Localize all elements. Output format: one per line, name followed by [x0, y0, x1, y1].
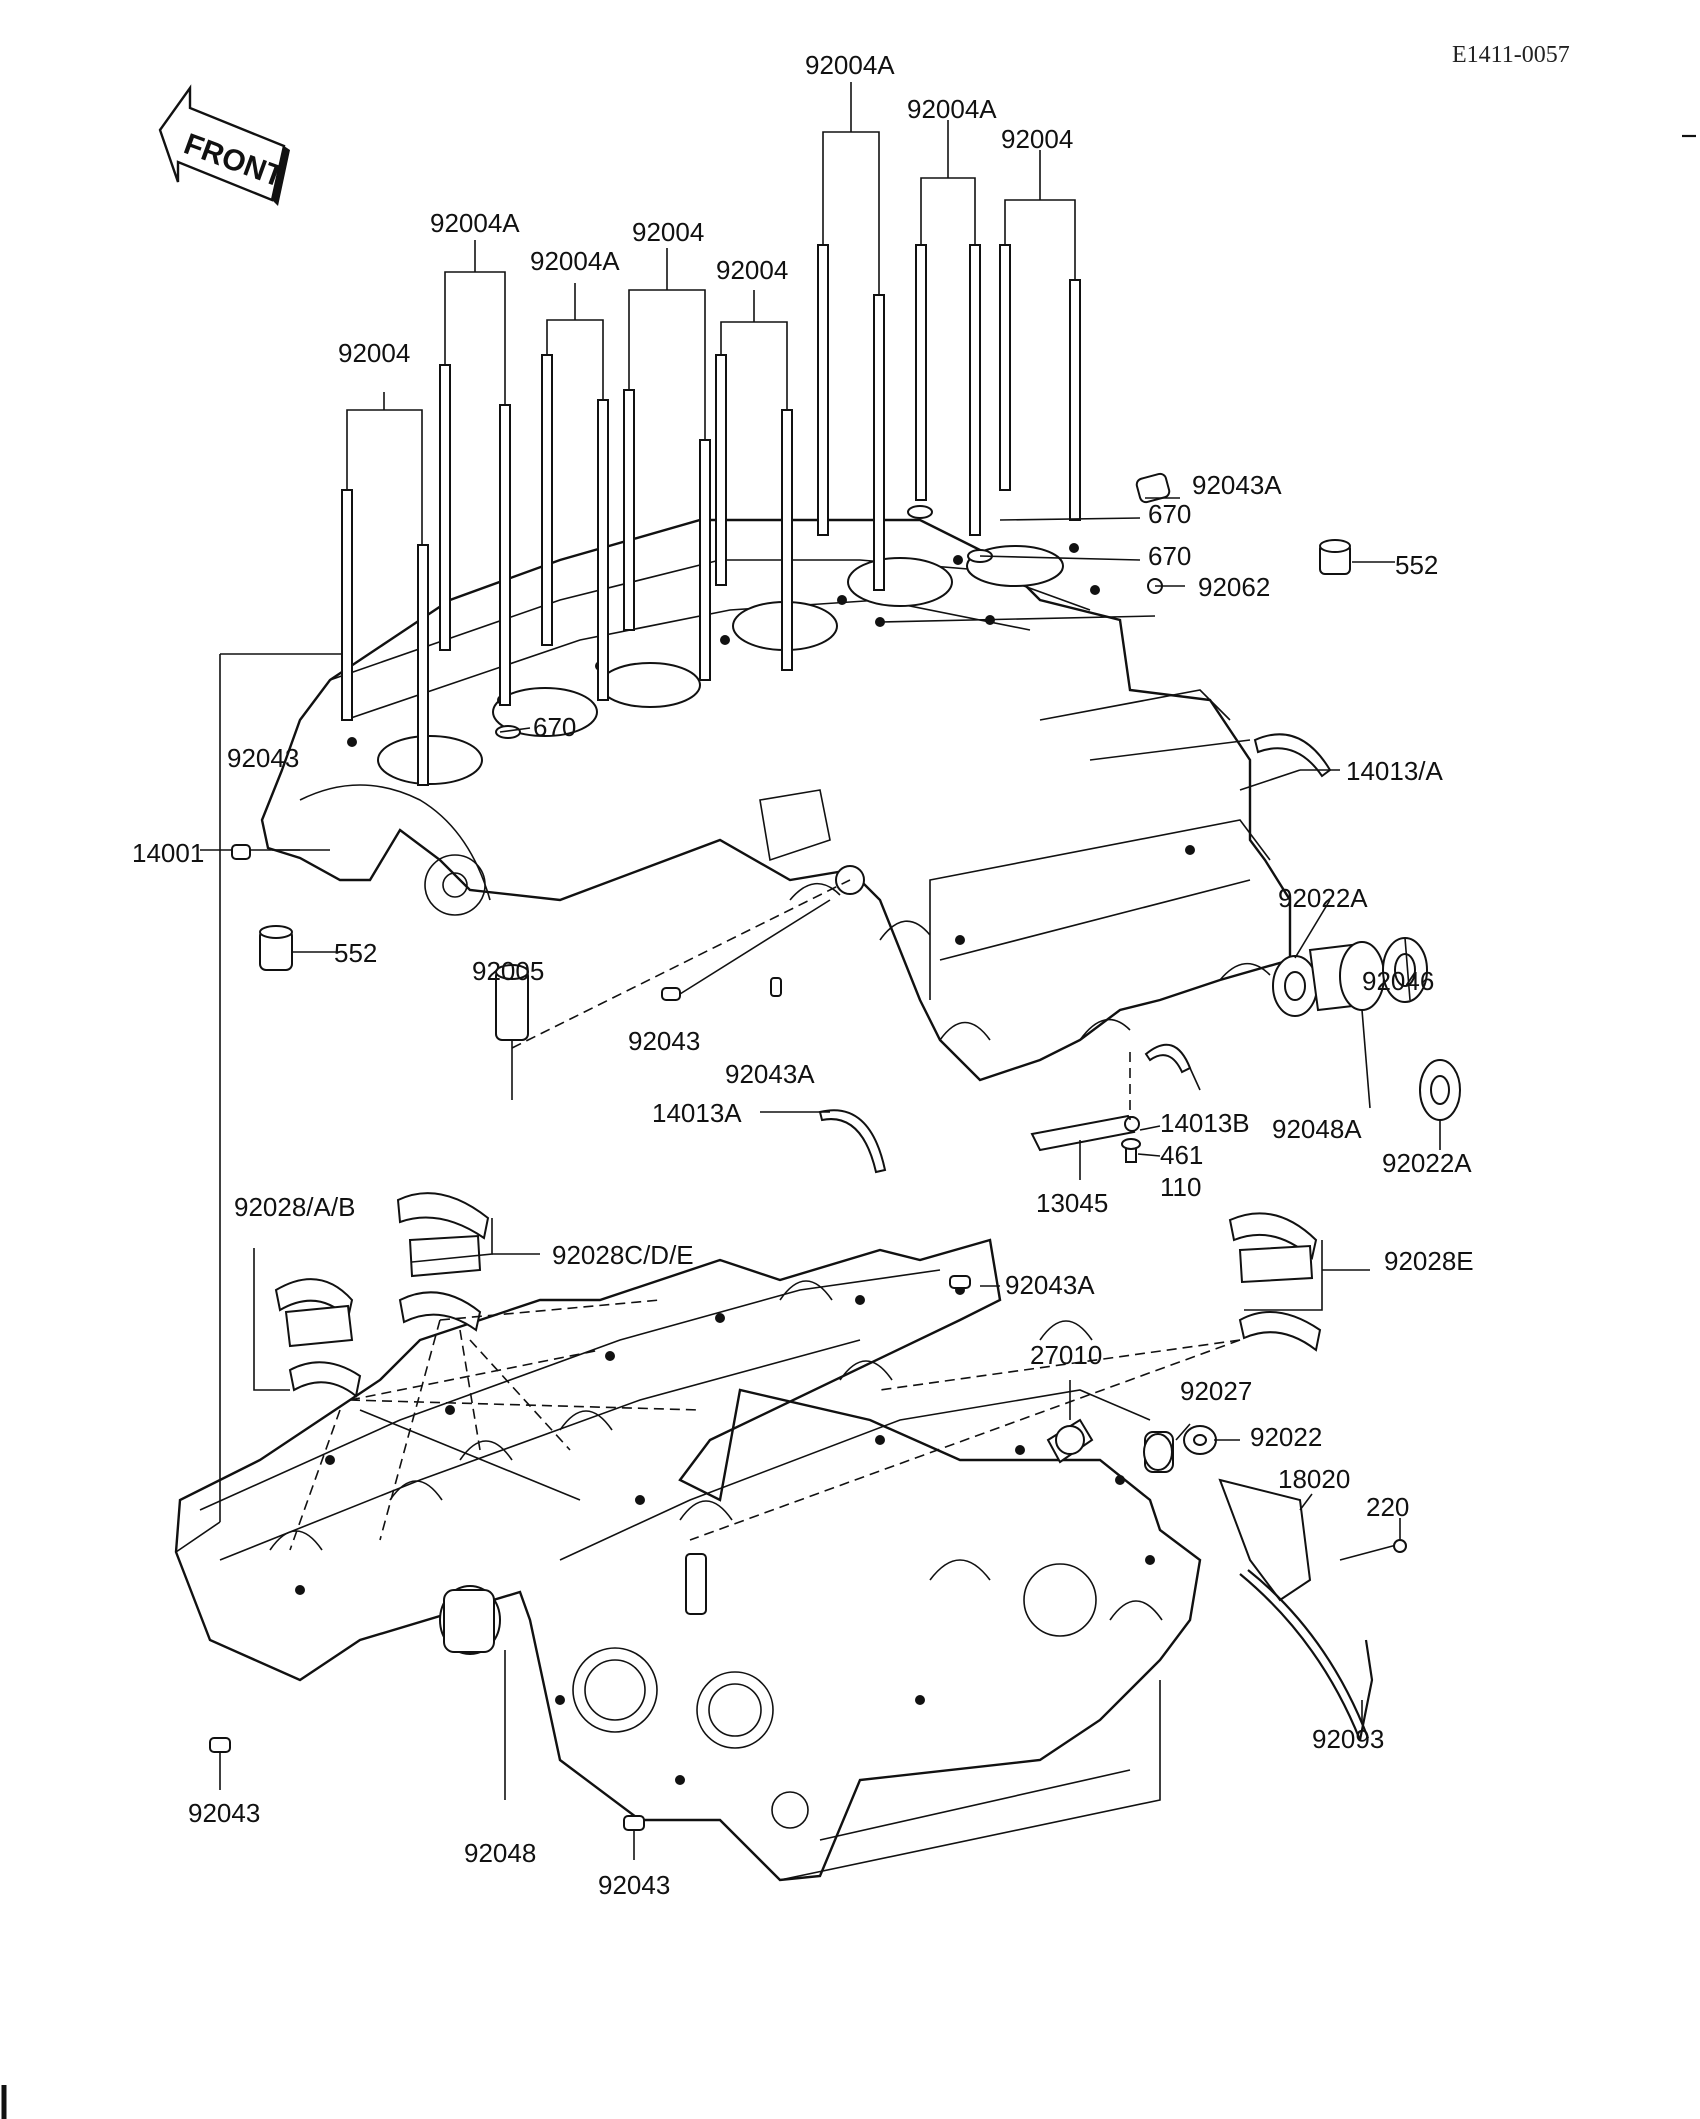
callout-92005: 92005: [472, 956, 544, 986]
callout-92046: 92046: [1362, 966, 1434, 996]
cylinder-studs: [341, 244, 1081, 786]
part-callouts: 92004A 92004A 92004 92004A 92004A 92004 …: [132, 50, 1474, 1900]
callout-92028-c-d-e: 92028C/D/E: [552, 1240, 694, 1270]
callout-92027: 92027: [1180, 1376, 1252, 1406]
lower-small-parts: [209, 1192, 1407, 1831]
callout-92062: 92062: [1198, 572, 1270, 602]
callout-92004a: 92004A: [430, 208, 520, 238]
callout-92043: 92043: [227, 743, 299, 773]
callout-92093: 92093: [1312, 1724, 1384, 1754]
callout-14013a: 14013A: [652, 1098, 742, 1128]
callout-92022: 92022: [1250, 1422, 1322, 1452]
callout-92004: 92004: [716, 255, 788, 285]
callout-670: 670: [533, 712, 576, 742]
callout-92028e: 92028E: [1384, 1246, 1474, 1276]
callout-14001: 14001: [132, 838, 204, 868]
callout-92048: 92048: [464, 1838, 536, 1868]
callout-92048a: 92048A: [1272, 1114, 1362, 1144]
callout-110: 110: [1160, 1172, 1201, 1202]
callout-552: 552: [334, 938, 377, 968]
callout-92004: 92004: [632, 217, 704, 247]
callout-220: 220: [1366, 1492, 1409, 1522]
callout-92043a: 92043A: [1005, 1270, 1095, 1300]
callout-27010: 27010: [1030, 1340, 1102, 1370]
callout-13045: 13045: [1036, 1188, 1108, 1218]
callout-92028-a-b: 92028/A/B: [234, 1192, 355, 1222]
callout-92043a: 92043A: [725, 1059, 815, 1089]
callout-670: 670: [1148, 541, 1191, 571]
front-arrow-icon: FRONT: [158, 84, 290, 206]
callout-92022a: 92022A: [1382, 1148, 1472, 1178]
callout-14013a: 14013/A: [1346, 756, 1444, 786]
callout-92043: 92043: [188, 1798, 260, 1828]
document-code: E1411-0057: [1452, 42, 1570, 68]
callout-461-visible: 461: [1160, 1140, 1203, 1170]
callout-14013b: 14013B: [1160, 1108, 1250, 1138]
callout-92004: 92004: [338, 338, 410, 368]
callout-92022a: 92022A: [1278, 883, 1368, 913]
callout-92043a: 92043A: [1192, 470, 1282, 500]
stud-group-brackets: [346, 82, 1076, 545]
callout-92004a: 92004A: [907, 94, 997, 124]
callout-670: 670: [1148, 499, 1191, 529]
upper-crankcase: [260, 518, 1292, 1082]
callout-92043: 92043: [598, 1870, 670, 1900]
callout-552: 552: [1395, 550, 1438, 580]
callout-92004: 92004: [1001, 124, 1073, 154]
callout-92043: 92043: [628, 1026, 700, 1056]
lower-crankcase: [174, 1238, 1202, 1882]
callout-92004a: 92004A: [530, 246, 620, 276]
callout-18020: 18020: [1278, 1464, 1350, 1494]
leader-lines: [175, 497, 1441, 1860]
callout-92004a: 92004A: [805, 50, 895, 80]
